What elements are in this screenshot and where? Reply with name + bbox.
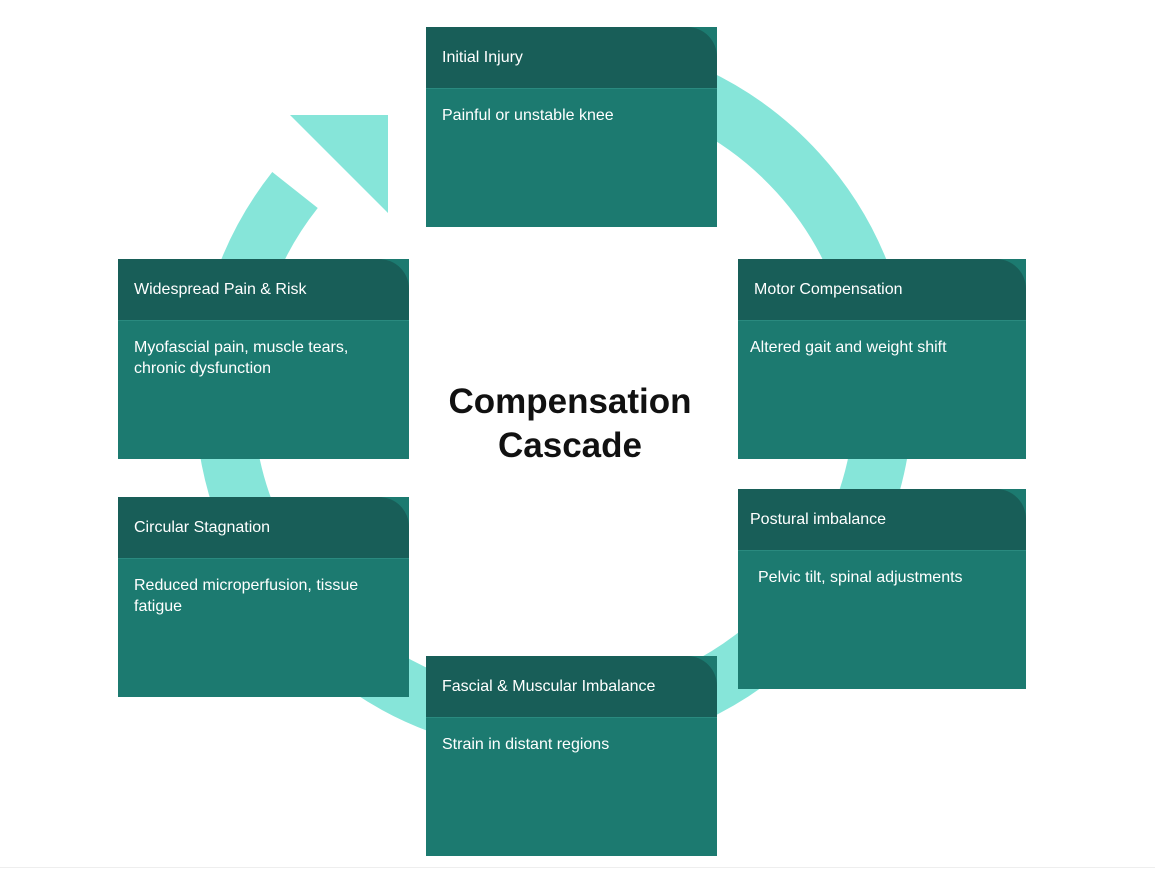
step-card-postural-imbalance: Postural imbalance Pelvic tilt, spinal a… [738,489,1026,689]
step-description: Altered gait and weight shift [750,339,947,356]
step-title: Fascial & Muscular Imbalance [426,656,717,718]
cycle-arrowhead [290,115,388,213]
step-title: Widespread Pain & Risk [118,259,409,321]
step-card-fascial-muscular-imbalance: Fascial & Muscular Imbalance Strain in d… [426,656,717,856]
page-divider [0,867,1155,868]
step-title: Postural imbalance [738,489,1026,551]
step-card-circular-stagnation: Circular Stagnation Reduced microperfusi… [118,497,409,697]
step-description: Myofascial pain, muscle tears, chronic d… [134,339,349,377]
diagram-title-line-1: Compensation [448,382,692,421]
step-description: Painful or unstable knee [442,107,614,124]
diagram-title-line-2: Cascade [498,426,642,465]
step-card-motor-compensation: Motor Compensation Altered gait and weig… [738,259,1026,459]
step-title: Circular Stagnation [118,497,409,559]
diagram-title: Compensation Cascade [430,380,710,468]
step-description: Pelvic tilt, spinal adjustments [758,569,963,586]
step-title: Initial Injury [426,27,717,89]
step-title: Motor Compensation [738,259,1026,321]
step-description: Strain in distant regions [442,736,610,753]
step-card-initial-injury: Initial Injury Painful or unstable knee [426,27,717,227]
step-description: Reduced microperfusion, tissue fatigue [134,577,359,615]
step-card-widespread-pain-risk: Widespread Pain & Risk Myofascial pain, … [118,259,409,459]
